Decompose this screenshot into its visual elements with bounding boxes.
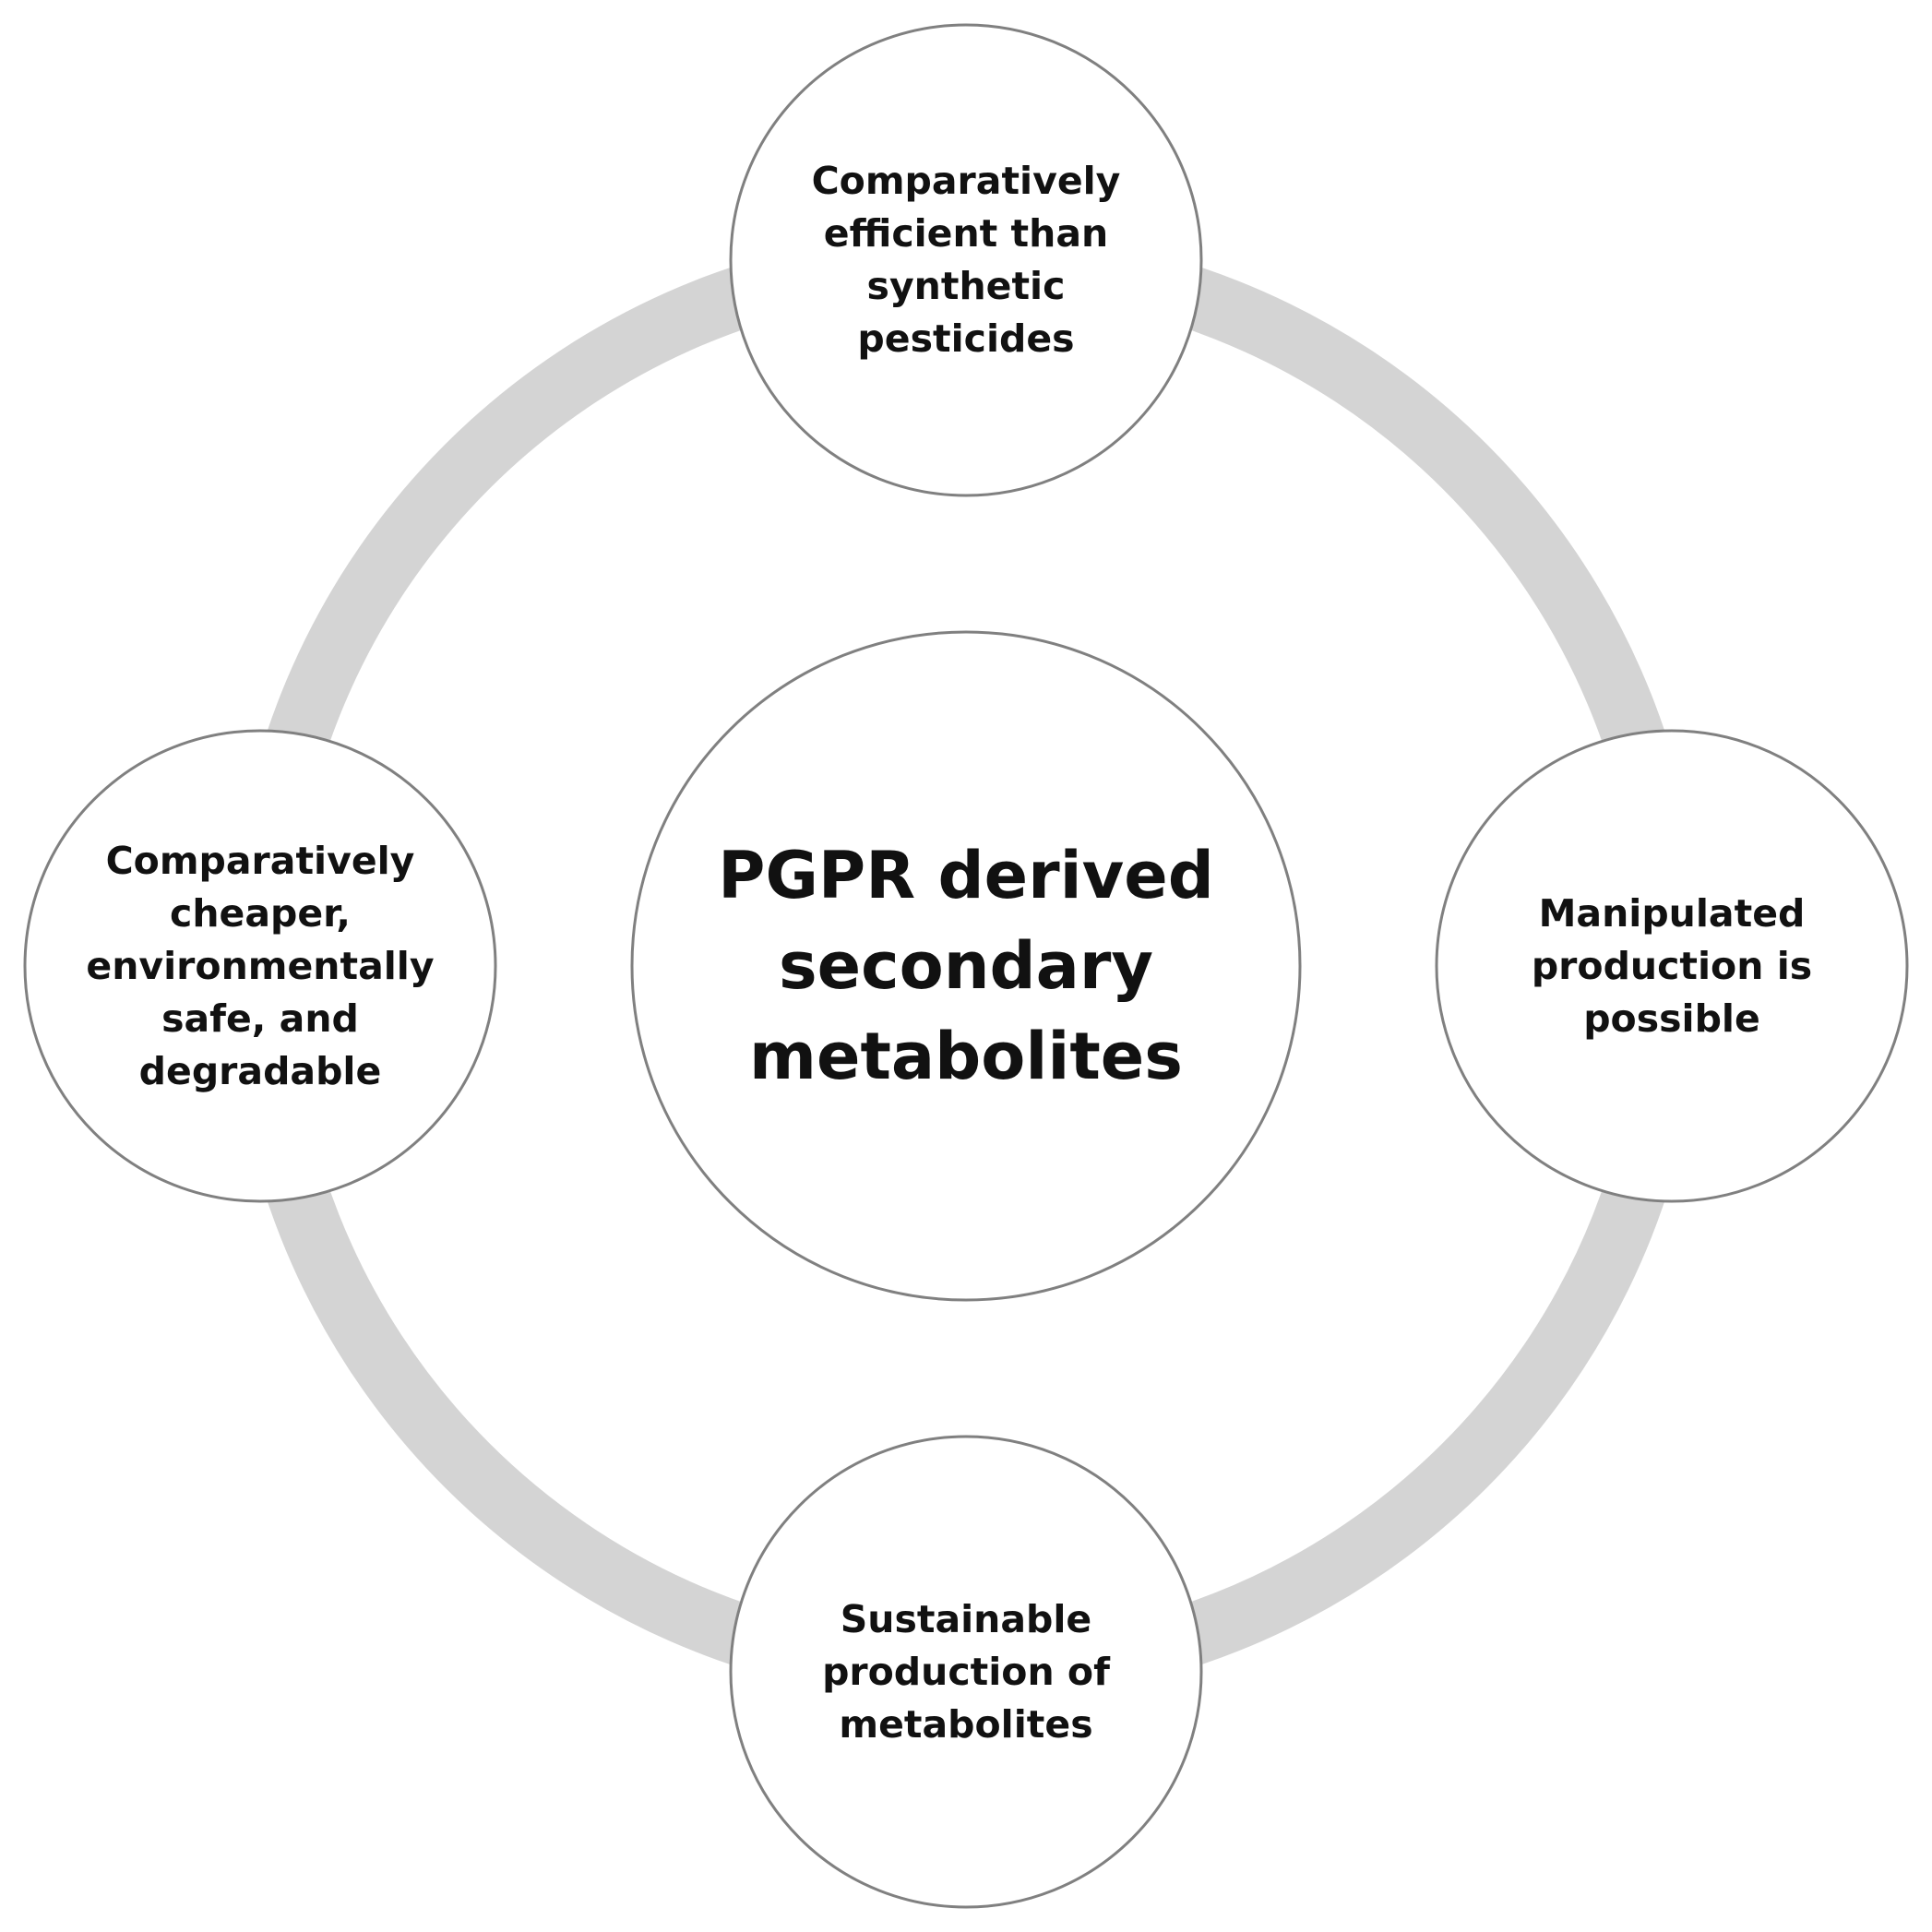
right-circle [1435,729,1909,1203]
center-label: PGPR derived secondary metabolites [718,838,1214,1094]
top-circle [729,23,1203,497]
bottom-node-label: Sustainable production of metabolites [822,1596,1110,1747]
right-node-label: Manipulated production is possible [1531,890,1813,1041]
left-node-label: Comparatively cheaper, environmentally s… [86,838,435,1093]
center-circle [630,630,1302,1302]
top-node-label: Comparatively efficient than synthetic p… [811,159,1121,361]
bottom-circle [729,1435,1203,1909]
left-circle [23,729,497,1203]
